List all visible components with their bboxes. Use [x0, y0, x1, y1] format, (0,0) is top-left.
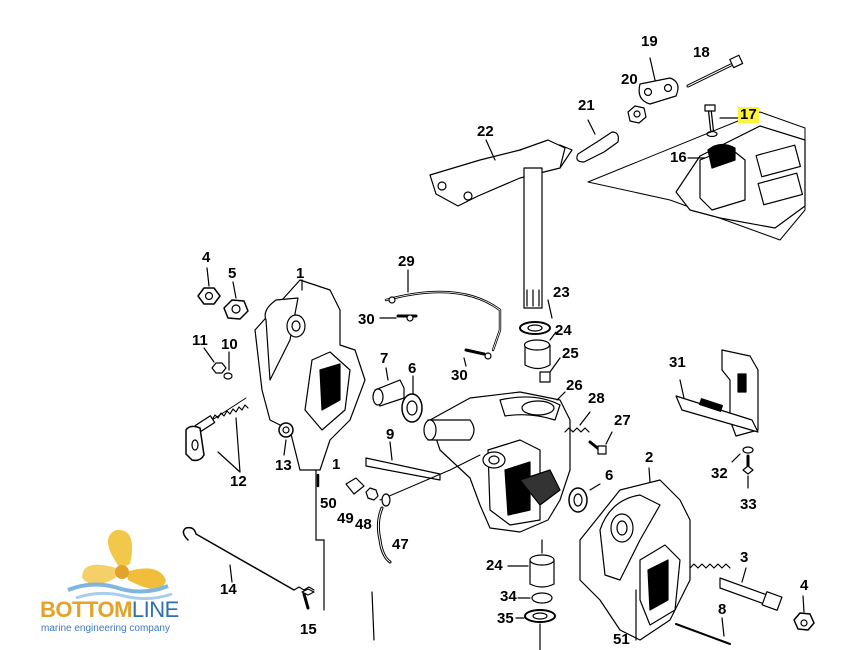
- tilt-tube-bolt: [675, 563, 815, 645]
- logo-wordmark: BOTTOMLINE: [40, 597, 179, 623]
- callout-6-left: 6: [408, 360, 417, 377]
- left-clamp-bracket: [254, 279, 366, 611]
- callout-30-lower: 30: [451, 367, 468, 384]
- callout-7: 7: [380, 350, 389, 367]
- callout-31: 31: [669, 354, 686, 371]
- callout-49: 49: [337, 510, 354, 527]
- callout-4-top: 4: [202, 249, 211, 266]
- callout-50: 50: [320, 495, 337, 512]
- steering-arm: [429, 139, 573, 383]
- callout-23: 23: [553, 284, 570, 301]
- callout-15: 15: [300, 621, 317, 638]
- callout-22: 22: [477, 123, 494, 140]
- steering-arm-hardware: [576, 54, 806, 241]
- tilt-tube-hardware: [365, 367, 481, 501]
- left-hardware: [185, 267, 320, 488]
- callout-30-upper: 30: [358, 311, 375, 328]
- callout-24-upper: 24: [555, 322, 572, 339]
- callout-13: 13: [275, 457, 292, 474]
- swivel-bracket: [423, 391, 613, 533]
- callout-35: 35: [497, 610, 514, 627]
- callout-6-right: 6: [605, 467, 614, 484]
- lower-bushings: [507, 539, 556, 650]
- logo-name-part2: LINE: [131, 597, 179, 622]
- callout-17: 17: [738, 106, 759, 123]
- callout-9: 9: [386, 426, 395, 443]
- callout-47: 47: [392, 536, 409, 553]
- callout-20: 20: [621, 71, 638, 88]
- callout-3: 3: [740, 549, 749, 566]
- callout-34: 34: [500, 588, 517, 605]
- tilt-lock-bracket: [675, 349, 759, 489]
- callout-24-lower: 24: [486, 557, 503, 574]
- callout-12: 12: [230, 473, 247, 490]
- callout-1-top: 1: [296, 265, 305, 282]
- grease-fittings: [345, 477, 392, 641]
- callout-8: 8: [718, 601, 727, 618]
- callout-48: 48: [355, 516, 372, 533]
- callout-4-bottom: 4: [800, 577, 809, 594]
- logo-name-part1: BOTTOM: [40, 597, 132, 622]
- callout-27: 27: [614, 412, 631, 429]
- callout-5: 5: [228, 265, 237, 282]
- callout-21: 21: [578, 97, 595, 114]
- callout-10: 10: [221, 336, 238, 353]
- callout-32: 32: [711, 465, 728, 482]
- propeller-icon: [67, 529, 173, 601]
- callout-29: 29: [398, 253, 415, 270]
- callout-33: 33: [740, 496, 757, 513]
- callout-51: 51: [613, 631, 630, 648]
- callout-18: 18: [693, 44, 710, 61]
- tilt-rod: [182, 526, 315, 610]
- callout-19: 19: [641, 33, 658, 50]
- hose-assembly: [379, 269, 502, 367]
- callout-26: 26: [566, 377, 583, 394]
- callout-28: 28: [588, 390, 605, 407]
- callout-2: 2: [645, 449, 654, 466]
- logo-tagline: marine engineering company: [41, 623, 170, 634]
- callout-14: 14: [220, 581, 237, 598]
- callout-16: 16: [670, 149, 687, 166]
- callout-1-small: 1: [332, 456, 341, 473]
- callout-25: 25: [562, 345, 579, 362]
- callout-11: 11: [192, 332, 208, 349]
- right-clamp-bracket: [568, 467, 691, 641]
